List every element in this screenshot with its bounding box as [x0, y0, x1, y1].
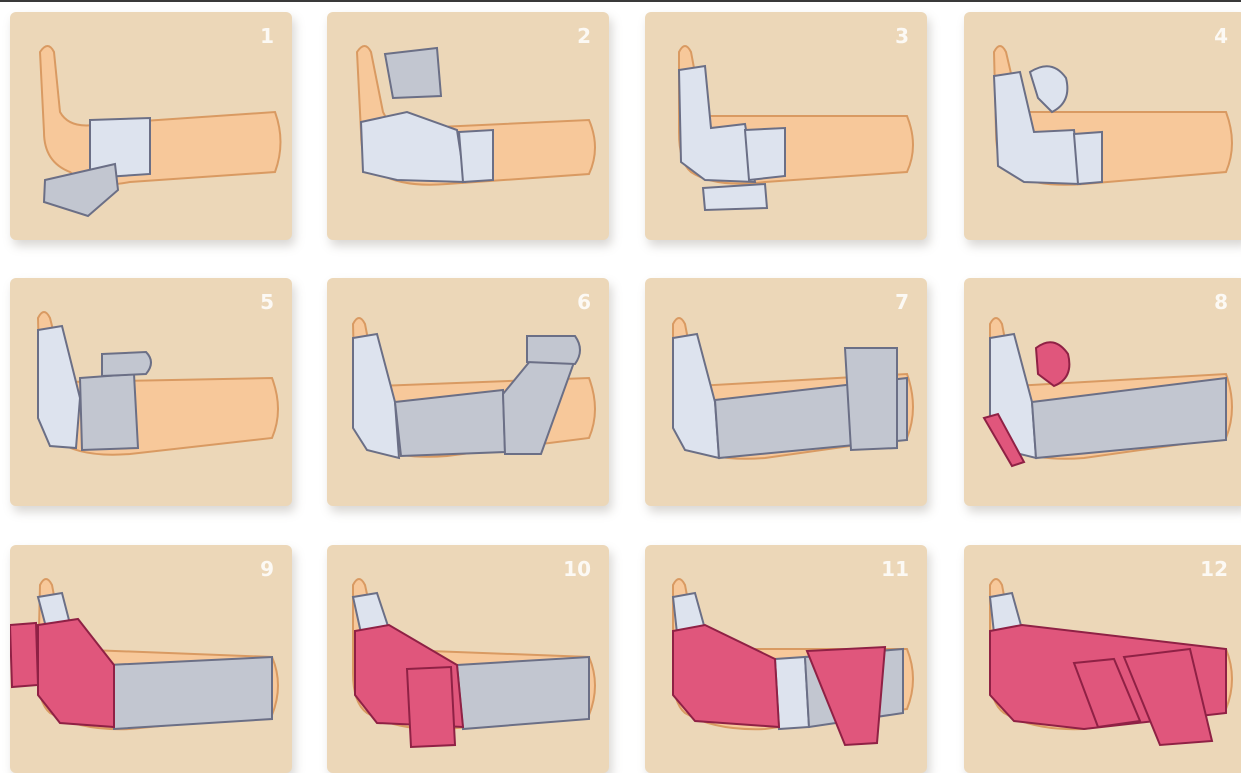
- step-number-1: 1: [260, 24, 274, 48]
- step-number-5: 5: [260, 290, 274, 314]
- step-number-7: 7: [895, 290, 909, 314]
- step-panel-5: 5: [10, 278, 292, 506]
- leg-illustration-8: [964, 278, 1241, 506]
- leg-illustration-5: [10, 278, 292, 506]
- leg-illustration-3: [645, 12, 927, 240]
- leg-illustration-6: [327, 278, 609, 506]
- step-panel-7: 7: [645, 278, 927, 506]
- step-panel-10: 10: [327, 545, 609, 773]
- step-panel-12: 12: [964, 545, 1241, 773]
- step-panel-9: 9: [10, 545, 292, 773]
- step-panel-8: 8: [964, 278, 1241, 506]
- step-panel-6: 6: [327, 278, 609, 506]
- step-number-6: 6: [577, 290, 591, 314]
- step-number-10: 10: [563, 557, 591, 581]
- leg-illustration-4: [964, 12, 1241, 240]
- step-number-9: 9: [260, 557, 274, 581]
- step-panel-1: 1: [10, 12, 292, 240]
- step-number-4: 4: [1214, 24, 1228, 48]
- leg-illustration-9: [10, 545, 292, 773]
- leg-illustration-1: [10, 12, 292, 240]
- step-panel-3: 3: [645, 12, 927, 240]
- leg-illustration-2: [327, 12, 609, 240]
- step-panel-2: 2: [327, 12, 609, 240]
- top-border: [0, 0, 1241, 2]
- step-panel-11: 11: [645, 545, 927, 773]
- step-number-2: 2: [577, 24, 591, 48]
- step-number-12: 12: [1200, 557, 1228, 581]
- step-number-3: 3: [895, 24, 909, 48]
- step-panel-4: 4: [964, 12, 1241, 240]
- step-number-8: 8: [1214, 290, 1228, 314]
- step-number-11: 11: [881, 557, 909, 581]
- leg-illustration-7: [645, 278, 927, 506]
